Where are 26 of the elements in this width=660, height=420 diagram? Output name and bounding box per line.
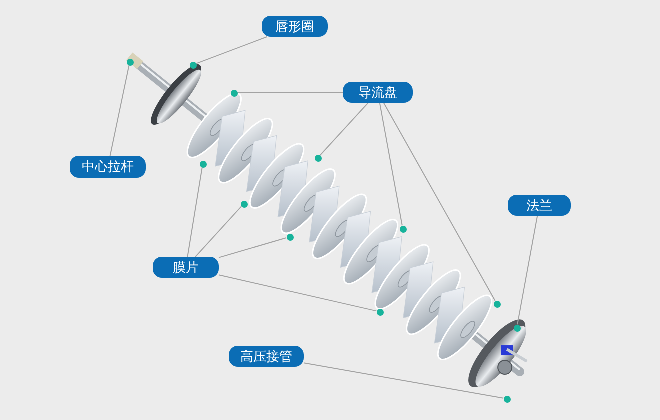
callout-label: 高压接管 [229,346,304,367]
callout-label: 唇形圈 [262,16,328,37]
leader-line [110,64,130,156]
leader-line [196,36,268,64]
marker-dot [200,160,206,168]
leader-line [195,206,242,258]
leader-line [218,274,378,312]
leader-line [320,102,369,156]
leader-line [383,102,496,302]
leader-line [237,92,344,94]
marker-dot [240,200,248,208]
leader-line [304,362,504,399]
marker-dot [494,300,500,308]
marker-dot [190,62,196,68]
leader-line [379,102,403,226]
leader-line [187,167,203,258]
callout-label: 导流盘 [343,82,413,103]
callout-label: 中心拉杆 [70,156,146,178]
marker-dot [230,90,238,96]
marker-dot [400,226,406,232]
marker-dot [504,396,510,402]
marker-dot [286,234,294,240]
leader-line [218,238,288,258]
marker-dot [314,154,322,162]
callout-label: 膜片 [153,257,219,278]
callout-label: 法兰 [508,195,571,216]
